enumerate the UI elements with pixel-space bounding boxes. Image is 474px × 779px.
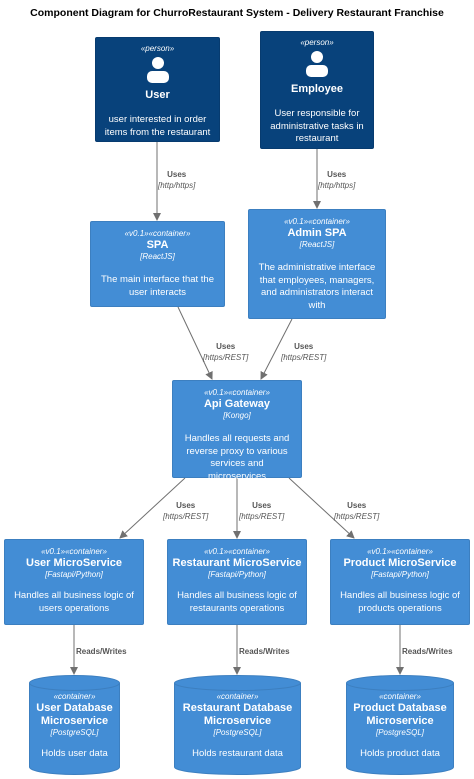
database-product[interactable]: «container» Product Database Microservic…: [346, 675, 454, 775]
node-name: Product Database Microservice: [353, 702, 447, 727]
node-name: Product MicroService: [343, 557, 457, 569]
person-employee[interactable]: «person» Employee User responsible for a…: [260, 31, 374, 149]
edge-label-user-ms-user-db: Reads/Writes: [76, 647, 127, 656]
database-restaurant[interactable]: «container» Restaurant Database Microser…: [174, 675, 301, 775]
edge-admin-spa-gateway: [260, 318, 293, 380]
stereotype: «container»: [53, 692, 96, 701]
node-technology: [Kongo]: [223, 411, 251, 420]
node-description: Handles all business logic of restaurant…: [177, 590, 297, 614]
container-user-microservice[interactable]: «v0.1»«container» User MicroService [Fas…: [4, 539, 144, 625]
container-admin-spa[interactable]: «v0.1»«container» Admin SPA [ReactJS] Th…: [248, 209, 386, 319]
edge-label-employee-admin-spa: Uses[http/https]: [318, 170, 356, 190]
edge-label-admin-spa-gateway: Uses[https/REST]: [281, 342, 327, 362]
node-name: User MicroService: [26, 557, 122, 569]
edge-label-spa-gateway: Uses[https/REST]: [203, 342, 249, 362]
person-icon: [146, 57, 169, 83]
edge-label-product-ms-product-db: Reads/Writes: [402, 647, 453, 656]
node-description: Handles all business logic of users oper…: [14, 590, 134, 614]
edge-label-gateway-product-ms: Uses[https/REST]: [334, 501, 380, 521]
container-restaurant-microservice[interactable]: «v0.1»«container» Restaurant MicroServic…: [167, 539, 307, 625]
node-name: Employee: [291, 83, 343, 95]
stereotype: «v0.1»«container»: [204, 388, 270, 397]
node-technology: [PostgreSQL]: [50, 728, 99, 737]
edge-label-gateway-restaurant-ms: Uses[https/REST]: [239, 501, 285, 521]
node-description: user interested in order items from the …: [104, 114, 211, 138]
node-technology: [PostgreSQL]: [375, 728, 425, 737]
node-description: Handles all requests and reverse proxy t…: [184, 433, 290, 482]
node-technology: [ReactJS]: [299, 240, 335, 249]
node-description: The administrative interface that employ…: [258, 262, 376, 311]
stereotype: «person»: [140, 44, 175, 53]
node-description: Handles all business logic of products o…: [340, 590, 460, 614]
node-name: User Database Microservice: [36, 702, 113, 727]
edge-label-user-spa: Uses[http/https]: [158, 170, 196, 190]
stereotype: «person»: [300, 38, 334, 47]
node-name: SPA: [146, 239, 169, 251]
node-technology: [Fastapi/Python]: [208, 570, 266, 579]
person-icon: [306, 51, 328, 77]
node-technology: [PostgreSQL]: [213, 728, 262, 737]
stereotype: «v0.1»«container»: [367, 547, 433, 556]
container-api-gateway[interactable]: «v0.1»«container» Api Gateway [Kongo] Ha…: [172, 380, 302, 482]
edge-label-gateway-user-ms: Uses[https/REST]: [163, 501, 209, 521]
edge-gateway-user-ms: [119, 477, 186, 539]
node-name: Api Gateway: [203, 398, 271, 410]
node-technology: [ReactJS]: [140, 252, 175, 261]
node-description: Holds restaurant data: [192, 748, 283, 759]
edge-label-restaurant-ms-restaurant-db: Reads/Writes: [239, 647, 290, 656]
cylinder-shape: [29, 675, 120, 775]
container-spa[interactable]: «v0.1»«container» SPA [ReactJS] The main…: [90, 221, 225, 307]
cylinder-shape: [174, 675, 301, 775]
node-name: User: [145, 89, 170, 101]
node-description: The main interface that the user interac…: [100, 274, 214, 298]
stereotype: «v0.1»«container»: [41, 547, 107, 556]
cylinder-shape: [346, 675, 454, 775]
edge-spa-gateway: [177, 306, 213, 380]
stereotype: «container»: [216, 692, 259, 701]
node-name: Restaurant Database Microservice: [182, 702, 293, 727]
node-description: User responsible for administrative task…: [270, 108, 364, 144]
node-description: Holds user data: [41, 748, 108, 759]
node-description: Holds product data: [360, 748, 440, 759]
stereotype: «v0.1»«container»: [124, 229, 191, 238]
node-technology: [Fastapi/Python]: [371, 570, 429, 579]
diagram-title: Component Diagram for ChurroRestaurant S…: [30, 7, 444, 19]
container-product-microservice[interactable]: «v0.1»«container» Product MicroService […: [330, 539, 470, 625]
stereotype: «container»: [379, 692, 421, 701]
stereotype: «v0.1»«container»: [284, 217, 350, 226]
node-name: Restaurant MicroService: [172, 557, 302, 569]
person-user[interactable]: «person» User user interested in order i…: [95, 37, 220, 142]
node-technology: [Fastapi/Python]: [45, 570, 103, 579]
edge-gateway-product-ms: [288, 477, 355, 539]
database-user[interactable]: «container» User Database Microservice […: [29, 675, 120, 775]
node-name: Admin SPA: [287, 227, 347, 239]
stereotype: «v0.1»«container»: [204, 547, 270, 556]
